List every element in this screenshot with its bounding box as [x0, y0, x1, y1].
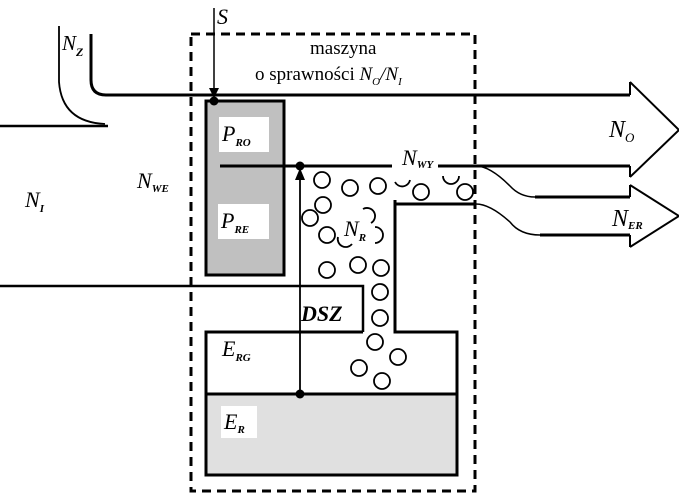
dsz-arrow-head [295, 168, 305, 180]
label-nwe: NWE [136, 168, 169, 195]
label-ni: NI [24, 187, 45, 215]
label-no: NO [608, 117, 635, 145]
er-label-bg [221, 406, 257, 438]
machine-title-line2: o sprawności NO/NI [255, 64, 403, 88]
nwy-junction-dot [295, 161, 305, 171]
pre-label-bg [218, 204, 269, 239]
label-ner: NER [611, 206, 643, 232]
label-dsz: DSZ [300, 301, 343, 326]
ner-arrow-head [629, 184, 679, 248]
label-s: S [217, 4, 228, 29]
ner-lower-curve [475, 203, 630, 236]
label-nwy: NWY [401, 145, 434, 171]
s-junction-dot [209, 96, 219, 106]
label-erg: ERG [221, 336, 251, 364]
label-pre: PRE [220, 208, 249, 236]
label-nr: NR [343, 216, 366, 244]
label-nz: NZ [61, 31, 84, 59]
machine-title-line1: maszyna [310, 38, 377, 59]
no-arrow-head [629, 81, 679, 178]
nz-left-curve [58, 26, 106, 125]
label-pro: PRO [221, 121, 251, 149]
s-arrow-head [209, 88, 219, 98]
label-er: ER [223, 409, 245, 436]
nwy-label-bg [392, 156, 438, 174]
erg-block-top-left [204, 330, 363, 394]
er-junction-dot [295, 389, 305, 399]
machine-boundary [189, 32, 477, 493]
input-lower-line [0, 284, 365, 332]
erg-block-right [393, 200, 459, 394]
ner-upper-curve [475, 165, 630, 198]
loss-particles [301, 171, 474, 390]
no-upper-line [89, 34, 511, 97]
pro-label-bg [219, 117, 269, 152]
